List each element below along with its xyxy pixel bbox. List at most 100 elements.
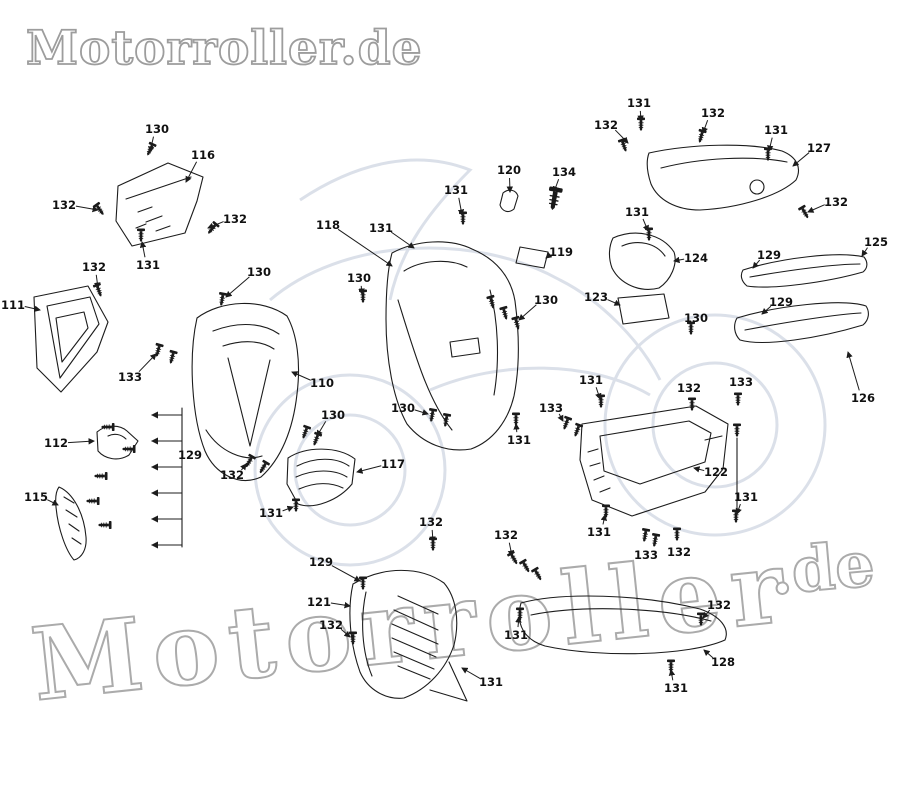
screw-icon <box>121 444 136 454</box>
screw-icon <box>100 422 115 432</box>
leader-line <box>614 129 629 144</box>
leader-line <box>513 423 520 433</box>
leader-line <box>429 529 436 543</box>
screw-icon <box>92 282 106 299</box>
leader-line <box>358 285 365 295</box>
screw-icon <box>458 211 468 226</box>
screw-icon <box>731 509 741 524</box>
leader-line <box>637 110 644 122</box>
screw-icon <box>93 471 108 481</box>
screw-icon <box>511 412 521 427</box>
leader-line <box>414 409 429 416</box>
screw-icon <box>733 392 743 407</box>
part-125-shape <box>740 254 868 288</box>
leader-line <box>552 178 560 193</box>
part-121-shape <box>349 569 468 702</box>
leader-line <box>225 276 250 298</box>
screw-icon <box>498 305 511 322</box>
screw-icon <box>596 394 606 409</box>
part-122-shape <box>579 405 738 517</box>
leader-line <box>390 231 415 249</box>
leader-line <box>340 628 351 638</box>
watermark-de-suffix: .de <box>767 527 877 609</box>
part-111-shape <box>33 285 109 393</box>
screw-icon <box>485 294 498 311</box>
part-112-shape <box>96 425 139 460</box>
leader-line <box>792 152 810 167</box>
screw-icon <box>216 291 228 308</box>
leader-line-layer <box>24 110 868 681</box>
leader-line <box>75 205 99 213</box>
leader-line <box>507 542 515 557</box>
leader-line <box>600 514 608 525</box>
screw-icon <box>797 204 812 221</box>
part-120-shape <box>499 189 519 213</box>
screw-icon <box>617 137 631 154</box>
leader-line <box>761 305 772 315</box>
leader-line <box>807 204 825 213</box>
leader-line <box>703 649 714 659</box>
leader-line <box>240 463 247 471</box>
leader-line <box>207 221 224 229</box>
leader-line <box>331 565 361 582</box>
leader-line <box>515 616 522 628</box>
screw-icon <box>732 423 742 438</box>
leader-line <box>337 228 393 267</box>
leader-line <box>316 421 327 437</box>
leader-line <box>185 161 198 183</box>
leader-line <box>67 438 95 445</box>
leader-line <box>148 136 155 153</box>
screw-icon <box>601 504 611 519</box>
leader-line <box>752 259 761 269</box>
leader-line <box>595 387 602 400</box>
leader-line <box>767 137 774 152</box>
screw-icon <box>309 431 323 448</box>
assembly-bracket-129 <box>150 407 183 549</box>
part-118-shape <box>385 241 519 451</box>
leader-line <box>518 304 537 321</box>
part-123-shape <box>617 293 670 325</box>
screw-icon <box>440 412 452 429</box>
screw-icon <box>204 220 221 237</box>
part-117-shape <box>286 448 356 507</box>
leader-line <box>557 413 564 422</box>
part-127-shape <box>646 144 800 211</box>
screw-icon <box>358 289 368 304</box>
leader-line <box>673 256 685 264</box>
leader-line <box>139 241 147 258</box>
leader-line <box>702 609 711 619</box>
leader-line <box>693 466 705 473</box>
leader-line <box>607 299 621 306</box>
screw-icon <box>136 228 146 243</box>
leader-line <box>47 499 59 506</box>
leader-line <box>291 371 311 381</box>
screw-icon <box>695 128 708 145</box>
leader-line <box>356 465 382 474</box>
leader-line <box>24 305 41 312</box>
screw-icon <box>291 498 301 513</box>
screw-icon <box>97 520 112 530</box>
part-128-shape <box>518 595 727 655</box>
part-124-shape <box>608 232 676 290</box>
leader-line <box>846 351 860 391</box>
screw-icon <box>686 321 696 336</box>
leader-line <box>457 197 465 216</box>
part-116-shape <box>115 162 204 247</box>
leader-line <box>668 669 676 681</box>
leader-line <box>861 247 868 257</box>
part-115-shape <box>55 486 87 561</box>
leader-line <box>138 353 157 373</box>
scooter-sketch-watermark <box>253 158 827 567</box>
part-119-shape <box>515 246 549 269</box>
screw-icon <box>687 397 697 412</box>
leader-line <box>461 667 481 679</box>
screw-icon <box>166 349 179 366</box>
leader-line <box>545 252 553 259</box>
part-126-shape <box>734 302 869 343</box>
part-110-shape <box>191 302 300 481</box>
leader-line <box>701 119 709 134</box>
screw-icon <box>559 415 573 432</box>
screw-icon <box>85 496 100 506</box>
